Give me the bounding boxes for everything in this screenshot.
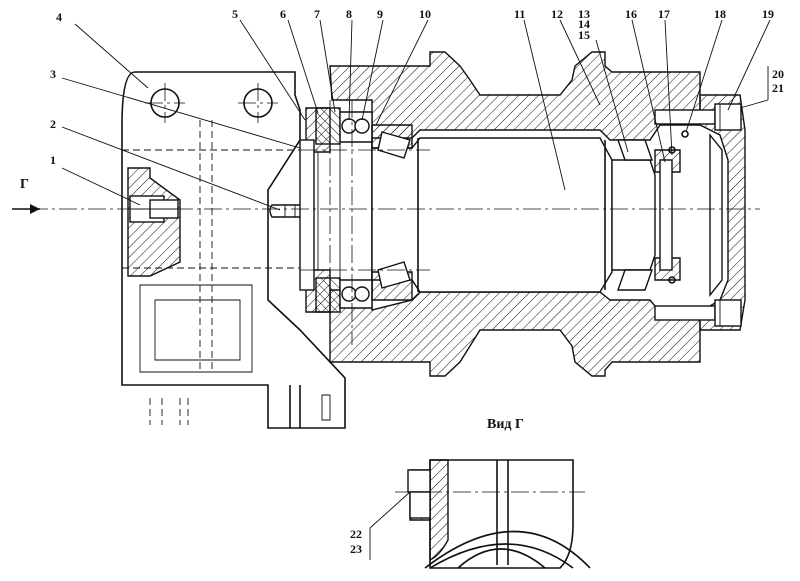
callout-22: 22	[350, 527, 362, 541]
callout-20: 20	[772, 67, 784, 81]
bracket-body	[121, 71, 346, 429]
right-bearing-assembly	[617, 139, 681, 291]
callout-10: 10	[419, 7, 431, 21]
leader-lines	[61, 19, 771, 560]
callout-8: 8	[346, 7, 352, 21]
callout-7: 7	[314, 7, 320, 21]
callout-18: 18	[714, 7, 726, 21]
plug-part-1	[127, 167, 181, 277]
view-title: Вид Г	[487, 417, 524, 432]
callout-19: 19	[762, 7, 774, 21]
shaft-part-11	[371, 137, 656, 293]
callout-17: 17	[658, 7, 670, 21]
callout-3: 3	[50, 67, 56, 81]
callout-16: 16	[625, 7, 637, 21]
callout-1: 1	[50, 153, 56, 167]
callout-2: 2	[50, 117, 56, 131]
callout-21: 21	[772, 81, 784, 95]
callout-14: 14	[578, 17, 590, 31]
end-cover	[654, 94, 746, 331]
callout-15: 15	[578, 28, 590, 42]
callouts: 4 3 2 1 5 6 7 8 9 10 11 12 13 14 15 16 1…	[50, 7, 784, 556]
callout-11: 11	[514, 7, 525, 21]
view-g-detail	[395, 459, 591, 569]
callout-6: 6	[280, 7, 286, 21]
callout-5: 5	[232, 7, 238, 21]
view-arrow: Г	[12, 177, 40, 214]
callout-4: 4	[56, 10, 62, 24]
view-marker: Г	[20, 177, 29, 192]
housing-part-12	[329, 51, 701, 377]
callout-9: 9	[377, 7, 383, 21]
left-bearing-assembly	[299, 107, 413, 313]
callout-13: 13	[578, 7, 590, 21]
callout-23: 23	[350, 542, 362, 556]
callout-12: 12	[551, 7, 563, 21]
